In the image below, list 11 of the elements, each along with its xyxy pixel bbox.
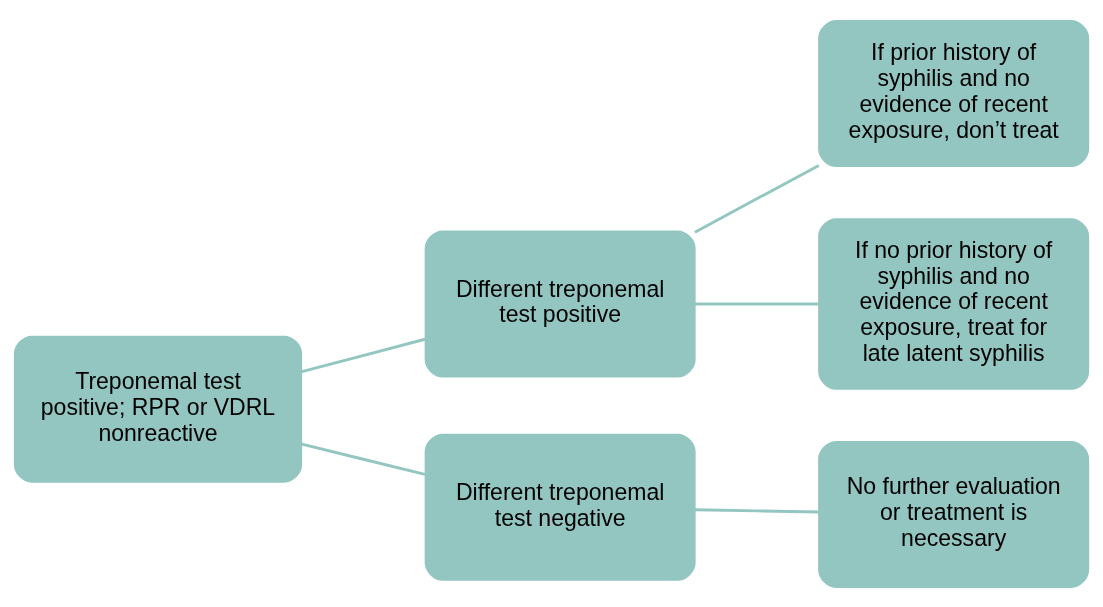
- node-box: Different treponemal test negative: [424, 433, 696, 581]
- node-box: If no prior history of syphilis and no evidence of recent exposure, treat for late latent syphilis: [818, 217, 1090, 390]
- connector: [694, 163, 820, 233]
- node-box: Treponemal test positive; RPR or VDRL nonreactive: [13, 335, 303, 483]
- node-box: No further evaluation or treatment is necessary: [818, 440, 1090, 588]
- connector: [694, 302, 819, 305]
- node-box: If prior history of syphilis and no evidence of recent exposure, don’t treat: [818, 19, 1090, 167]
- node-box: Different treponemal test positive: [424, 230, 696, 377]
- connector: [694, 507, 819, 513]
- connector: [301, 337, 426, 373]
- connector: [301, 442, 426, 476]
